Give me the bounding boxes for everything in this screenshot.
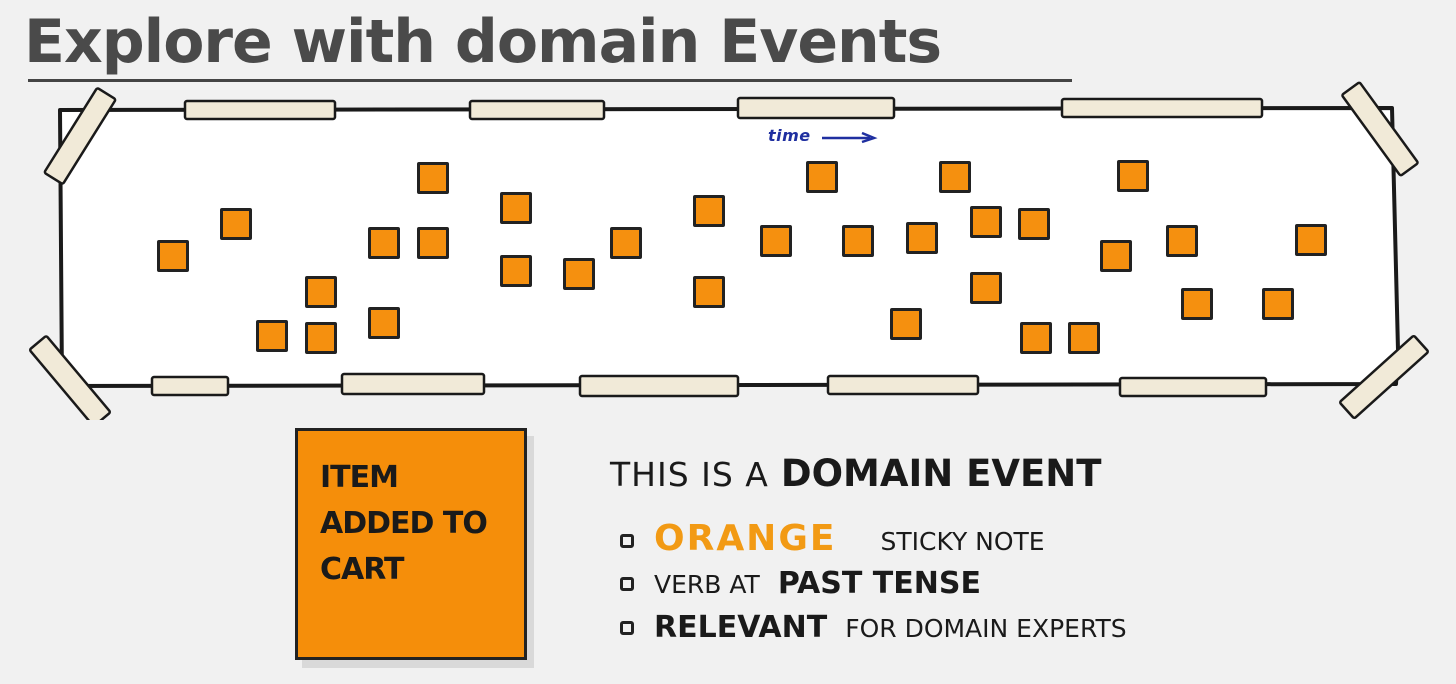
sticky-note: [970, 206, 1002, 238]
definition-bullet: VERB AT PAST TENSE: [620, 566, 981, 601]
sticky-note: [220, 208, 252, 240]
bullet-highlight: ORANGE: [654, 518, 837, 559]
sticky-note: [500, 255, 532, 287]
sticky-note: [939, 161, 971, 193]
definition-bullet: RELEVANT FOR DOMAIN EXPERTS: [620, 610, 1127, 645]
bullet-text: STICKY NOTE: [880, 527, 1045, 556]
tape-strip: [826, 374, 980, 396]
example-domain-event-note: ITEM ADDED TO CART: [295, 428, 527, 660]
sticky-note: [368, 227, 400, 259]
sticky-note: [760, 225, 792, 257]
sticky-note: [417, 227, 449, 259]
definition-lead: THIS IS A: [610, 455, 769, 494]
tape-strip: [340, 372, 486, 396]
sticky-note: [305, 322, 337, 354]
corner-tape: [1339, 334, 1429, 420]
time-label: time: [768, 126, 811, 145]
sticky-note: [1262, 288, 1294, 320]
tape-strip: [183, 99, 337, 121]
definition-heading: THIS IS A DOMAIN EVENT: [610, 452, 1102, 495]
sticky-note: [693, 276, 725, 308]
tape-strip: [578, 374, 740, 398]
definition-bullet: ORANGE STICKY NOTE: [620, 518, 1045, 559]
sticky-note: [417, 162, 449, 194]
sticky-note: [157, 240, 189, 272]
sticky-note: [1166, 225, 1198, 257]
sticky-note: [806, 161, 838, 193]
diagram-title: Explore with domain Events: [24, 7, 942, 77]
corner-tape: [29, 335, 111, 420]
corner-tape: [1341, 81, 1419, 177]
sticky-note: [500, 192, 532, 224]
timeline-board: [29, 81, 1429, 420]
sticky-note: [1181, 288, 1213, 320]
title-underline: [28, 79, 1072, 82]
sticky-note: [256, 320, 288, 352]
sticky-note: [1117, 160, 1149, 192]
time-arrow-icon: [822, 131, 878, 144]
sticky-note: [1018, 208, 1050, 240]
example-note-text: ITEM ADDED TO CART: [320, 460, 488, 587]
sticky-note: [906, 222, 938, 254]
tape-strip: [150, 375, 230, 397]
sticky-note: [1068, 322, 1100, 354]
definition-term: DOMAIN EVENT: [780, 452, 1102, 495]
checkbox-icon: [620, 577, 634, 591]
corner-tape: [43, 87, 117, 185]
checkbox-icon: [620, 621, 634, 635]
sticky-note: [1295, 224, 1327, 256]
bullet-text: VERB AT: [654, 570, 760, 599]
sticky-note: [305, 276, 337, 308]
bullet-strong: RELEVANT: [654, 610, 828, 645]
bullet-text: FOR DOMAIN EXPERTS: [845, 614, 1127, 643]
tape-strip: [468, 99, 606, 121]
bullet-strong: PAST TENSE: [777, 566, 981, 601]
tape-strip: [1118, 376, 1268, 398]
checkbox-icon: [620, 534, 634, 548]
sticky-note: [368, 307, 400, 339]
sticky-note: [970, 272, 1002, 304]
sticky-note: [563, 258, 595, 290]
sticky-note: [1100, 240, 1132, 272]
tape-strip: [736, 96, 896, 120]
tape-strip: [1060, 97, 1264, 119]
sticky-note: [1020, 322, 1052, 354]
sticky-note: [842, 225, 874, 257]
sticky-note: [693, 195, 725, 227]
sticky-note: [890, 308, 922, 340]
sticky-note: [610, 227, 642, 259]
